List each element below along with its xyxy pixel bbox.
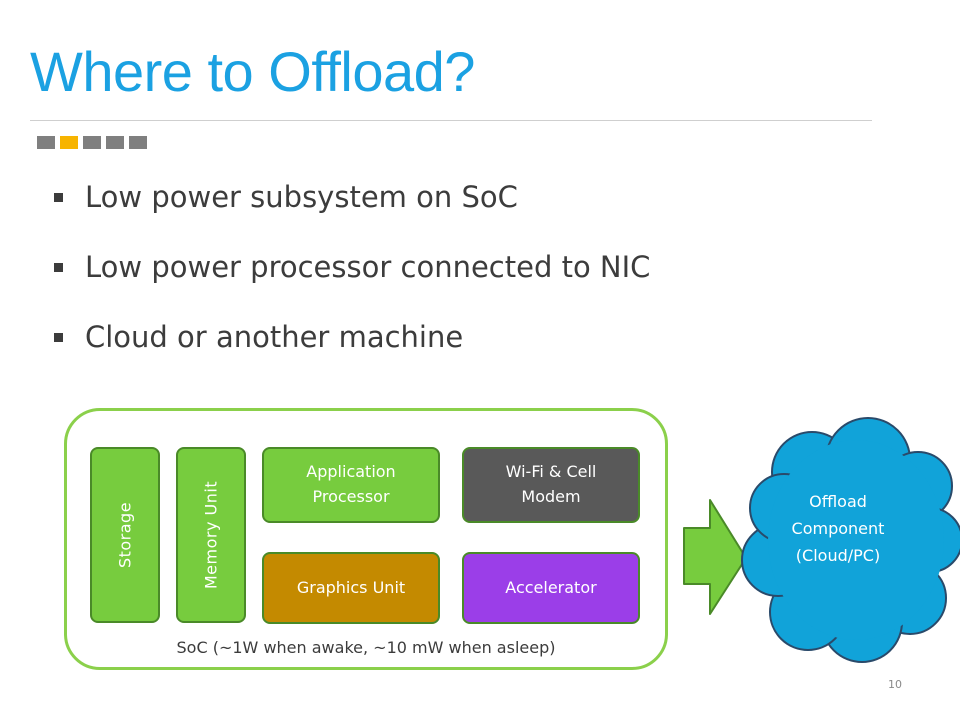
progress-square <box>106 136 124 149</box>
wifi-cell-modem-label: Wi-Fi & Cell Modem <box>505 462 597 506</box>
progress-square <box>37 136 55 149</box>
accelerator-block: Accelerator <box>462 552 640 624</box>
offload-label-line: Offload <box>809 492 867 511</box>
progress-square <box>83 136 101 149</box>
bullet-text: Low power processor connected to NIC <box>85 250 651 284</box>
slide-progress-indicator <box>37 136 147 149</box>
progress-square <box>129 136 147 149</box>
memory-unit-block: Memory Unit <box>176 447 246 623</box>
square-bullet-icon <box>54 262 63 272</box>
bullet-item: Cloud or another machine <box>54 318 650 356</box>
offload-arrow-icon <box>683 499 747 615</box>
bullet-item: Low power subsystem on SoC <box>54 178 650 216</box>
bullet-item: Low power processor connected to NIC <box>54 248 650 286</box>
bullet-text: Low power subsystem on SoC <box>85 180 518 214</box>
square-bullet-icon <box>54 192 63 202</box>
storage-block: Storage <box>90 447 160 623</box>
page-number: 10 <box>888 678 902 691</box>
accelerator-label: Accelerator <box>505 577 597 597</box>
square-bullet-icon <box>54 332 63 342</box>
slide-title: Where to Offload? <box>30 40 475 103</box>
bullet-list: Low power subsystem on SoC Low power pro… <box>54 178 650 388</box>
soc-caption: SoC (~1W when awake, ~10 mW when asleep) <box>176 638 556 657</box>
application-processor-label: Application Processor <box>306 462 396 506</box>
graphics-unit-block: Graphics Unit <box>262 552 440 624</box>
application-processor-block: Application Processor <box>262 447 440 523</box>
title-divider <box>30 120 872 121</box>
offload-component-label: Offload Component (Cloud/PC) <box>758 488 918 570</box>
graphics-unit-label: Graphics Unit <box>296 577 406 597</box>
wifi-cell-modem-block: Wi-Fi & Cell Modem <box>462 447 640 523</box>
progress-square-active <box>60 136 78 149</box>
offload-label-line: (Cloud/PC) <box>795 546 881 566</box>
soc-container <box>64 408 668 670</box>
offload-label-line: Component <box>791 519 885 539</box>
bullet-text: Cloud or another machine <box>85 320 464 354</box>
